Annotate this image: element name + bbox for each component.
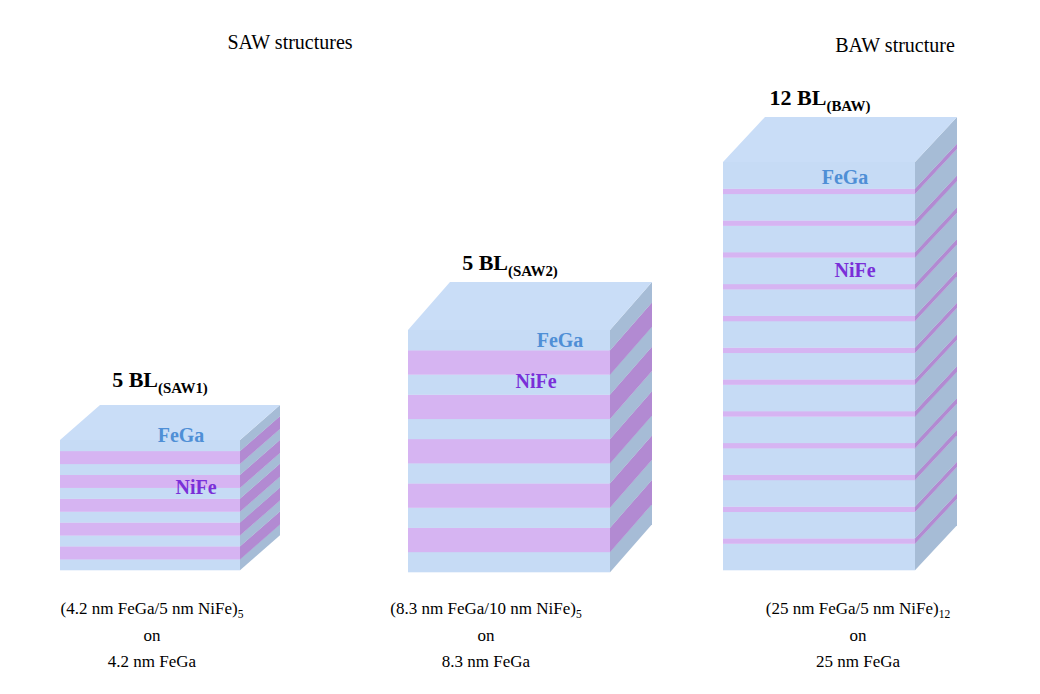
layer-front	[723, 416, 915, 443]
material-label: FeGa	[822, 166, 869, 189]
layer-front	[723, 506, 915, 512]
layer-front	[723, 448, 915, 475]
layer-caption: (25 nm FeGa/5 nm NiFe)12	[766, 599, 950, 621]
layer-front	[408, 507, 610, 527]
layer-front	[408, 374, 610, 394]
layer-front	[408, 528, 610, 553]
layer-front	[723, 480, 915, 507]
layer-caption: 8.3 nm FeGa	[442, 652, 530, 672]
layer-caption: (8.3 nm FeGa/10 nm NiFe)5	[390, 599, 581, 621]
layer-front	[723, 321, 915, 348]
group-heading: SAW structures	[227, 31, 352, 54]
layer-front	[60, 511, 240, 522]
layer-front	[723, 194, 915, 221]
layer-front	[723, 475, 915, 481]
layer-front	[408, 483, 610, 508]
layer-front	[723, 385, 915, 412]
layer-caption: on	[850, 626, 867, 646]
material-label: NiFe	[515, 370, 556, 393]
layer-front	[723, 544, 915, 571]
layer-front	[723, 188, 915, 194]
layer-front	[60, 535, 240, 546]
layer-caption: 4.2 nm FeGa	[108, 652, 196, 672]
layer-front	[60, 451, 240, 464]
layer-front	[723, 512, 915, 539]
layer-front	[408, 463, 610, 483]
layer-front	[723, 220, 915, 226]
layer-front	[723, 353, 915, 380]
layer-front	[723, 379, 915, 385]
layer-front	[723, 284, 915, 290]
material-label: FeGa	[537, 329, 584, 352]
layer-front	[723, 538, 915, 544]
layer-caption: (4.2 nm FeGa/5 nm NiFe)5	[61, 599, 244, 621]
layer-front	[60, 499, 240, 512]
multilayer-stack	[408, 282, 652, 572]
top-face	[723, 117, 957, 162]
layer-stack: 12 BL(BAW) FeGaNiFe	[723, 80, 957, 570]
layer-stack: 5 BL(SAW2) FeGaNiFe	[408, 245, 652, 572]
layer-caption: on	[478, 626, 495, 646]
layer-front	[408, 439, 610, 464]
layer-caption: on	[144, 626, 161, 646]
layer-front	[60, 522, 240, 535]
group-heading: BAW structure	[835, 34, 955, 57]
stack-heading: 5 BL(SAW2)	[462, 250, 558, 279]
layer-front	[408, 419, 610, 439]
multilayer-stack	[723, 117, 957, 570]
layer-caption: 25 nm FeGa	[816, 652, 900, 672]
layer-front	[60, 546, 240, 559]
layer-front	[723, 443, 915, 449]
layer-front	[60, 440, 240, 451]
layer-front	[723, 411, 915, 417]
layer-front	[723, 226, 915, 253]
stack-heading: 12 BL(BAW)	[770, 85, 871, 114]
layer-front	[723, 162, 915, 189]
layer-front	[723, 289, 915, 316]
top-face	[408, 282, 652, 330]
layer-front	[723, 347, 915, 353]
layer-front	[60, 464, 240, 475]
layer-front	[60, 559, 240, 570]
multilayer-stack	[60, 405, 280, 570]
material-label: NiFe	[834, 259, 875, 282]
material-label: NiFe	[175, 476, 216, 499]
layer-front	[408, 395, 610, 420]
layer-front	[723, 252, 915, 258]
layer-front	[723, 316, 915, 322]
layer-front	[723, 257, 915, 284]
layer-front	[408, 350, 610, 375]
layer-front	[408, 552, 610, 572]
layer-stack: 5 BL(SAW1) FeGaNiFe	[60, 362, 280, 570]
material-label: FeGa	[158, 424, 205, 447]
stack-heading: 5 BL(SAW1)	[112, 367, 208, 396]
